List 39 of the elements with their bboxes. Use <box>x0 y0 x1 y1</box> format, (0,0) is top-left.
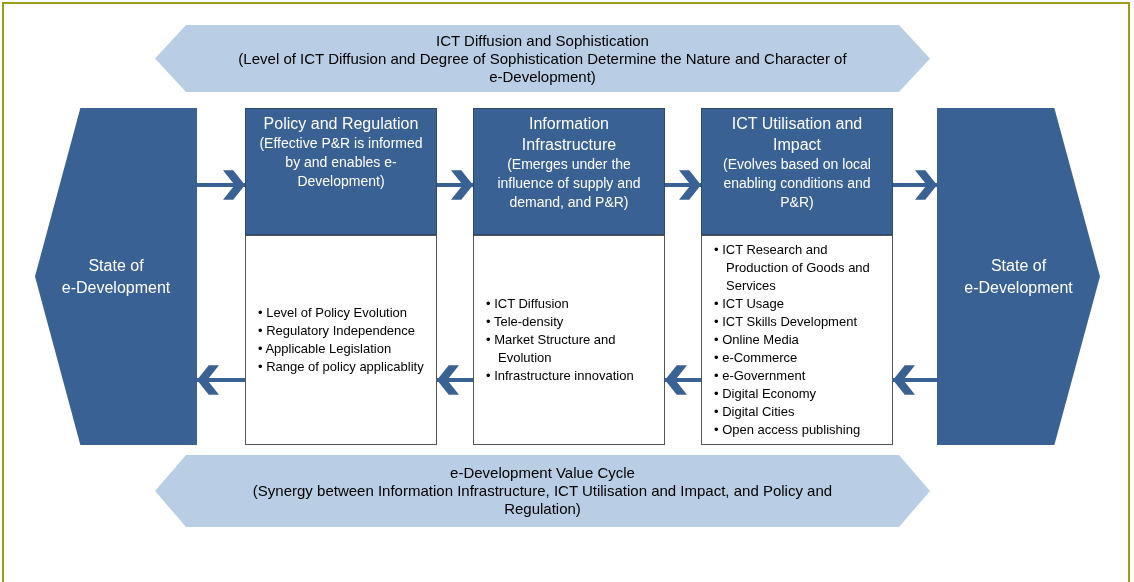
header-box <box>473 108 665 235</box>
list-item: • Range of policy applicablity <box>258 358 425 376</box>
header-box <box>701 108 893 235</box>
list-item: • ICT Research and Production of Goods and Services <box>714 241 871 295</box>
list-item: • Applicable Legislation <box>258 340 393 358</box>
chevron-arrow-shape <box>937 108 1100 445</box>
body-text: (Level of ICT Diffusion and Degree of Sophistication Determine the Nature and Character of e-Development) <box>237 49 848 86</box>
banner-arrow <box>155 455 930 527</box>
list-item: • ICT Diffusion <box>486 295 570 313</box>
list-item: • Infrastructure innovation <box>486 367 635 385</box>
list-item: • e-Government <box>714 367 807 385</box>
header-title: ICT Utilisation and Impact <box>730 114 864 155</box>
chevron-arrow-shape <box>35 108 197 445</box>
header-description: (Emerges under the influence of supply and demand, and P&R) <box>496 155 642 212</box>
header-description: (Evolves based on local enabling conditions and P&R) <box>722 155 872 212</box>
list-item: • Open access publishing <box>714 421 862 439</box>
banner-arrow <box>155 25 930 92</box>
header-title: Policy and Regulation <box>262 114 420 134</box>
list-item: • e-Commerce <box>714 349 799 367</box>
title-text: ICT Diffusion and Sophistication <box>436 31 649 50</box>
list-item: • ICT Usage <box>714 295 786 313</box>
list-item: • Regulatory Independence <box>258 322 417 340</box>
list-item: • Market Structure and Evolution <box>486 331 617 367</box>
list-item: • Digital Economy <box>714 385 818 403</box>
list-box <box>701 235 893 445</box>
header-title: Information Infrastructure <box>520 114 618 155</box>
list-box <box>473 235 665 445</box>
list-box <box>245 235 437 445</box>
list-item: • Tele-density <box>486 313 565 331</box>
header-box <box>245 108 437 235</box>
title-text: e-Development Value Cycle <box>450 464 635 482</box>
list-item: • Digital Cities <box>714 403 796 421</box>
list-item: • ICT Skills Development <box>714 313 859 331</box>
body-text: (Synergy between Information Infrastructure, ICT Utilisation and Impact, and Policy and Regulation) <box>251 482 834 518</box>
list-item: • Level of Policy Evolution <box>258 304 409 322</box>
list-item: • Online Media <box>714 331 800 349</box>
title-text: State of e-Development <box>61 255 171 298</box>
header-description: (Effective P&R is informed by and enables e-Development) <box>258 134 424 191</box>
title-text: State of e-Development <box>964 255 1073 298</box>
